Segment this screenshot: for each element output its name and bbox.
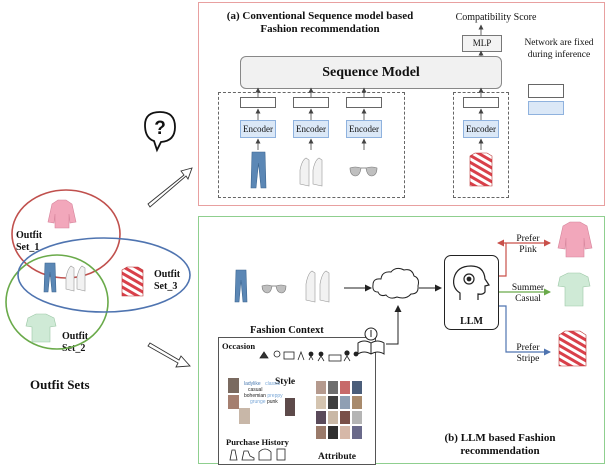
pink-sweater-icon [557, 221, 593, 258]
outfit-sets-caption: Outfit Sets [30, 377, 90, 392]
striped-top-icon [121, 266, 144, 297]
jeans-icon [250, 151, 267, 189]
panel-b-title: (b) LLM based Fashion recommendation [444, 432, 556, 457]
panel-a-title: (a) Conventional Sequence model based Fa… [226, 10, 414, 35]
mint-tshirt-icon [25, 313, 57, 343]
style-word-cloud: ladylike classic casual bohemian preppy … [244, 381, 283, 405]
style-label: Style [275, 377, 296, 387]
pink-sweater-icon [47, 199, 77, 229]
prompt-cloud [372, 267, 419, 299]
embedding-box-4 [463, 97, 499, 108]
sneakers-icon [299, 157, 323, 187]
hollow-arrow-up [147, 167, 193, 208]
legend-white-swatch [528, 84, 564, 98]
panel-a-arrows [255, 24, 484, 150]
style-word: grunge [250, 399, 266, 405]
legend-caption: Network are fixed during inference [524, 38, 594, 60]
style-word: casual [248, 387, 263, 393]
outfit-set-3-ring [17, 237, 191, 313]
hollow-arrow-down [147, 342, 191, 368]
occasion-label: Occasion [222, 341, 256, 351]
embedding-box-3 [346, 97, 382, 108]
llm-label: LLM [460, 316, 483, 327]
output-label-pink: Prefer Pink [516, 234, 540, 255]
sunglasses-icon [261, 284, 287, 294]
arrow-prefer-stripe [499, 305, 551, 356]
striped-top-icon [469, 152, 493, 187]
output-label-casual: Summer Casual [511, 283, 545, 304]
style-thumbnails [228, 378, 295, 424]
sunglasses-icon [349, 166, 378, 177]
panel-b-frame [198, 216, 605, 464]
encoder-box-2: Encoder [293, 120, 329, 138]
brain-head-icon [453, 265, 490, 300]
items-dashed-group [218, 92, 405, 198]
compatibility-score-label: Compatibility Score [455, 12, 537, 23]
outfit-set-3-label: Outfit Set_3 [154, 269, 181, 292]
outfit-set-2-ring [5, 254, 109, 350]
arrow-context-to-prompt [386, 305, 402, 345]
outfit-set-1-label: Outfit Set_1 [16, 230, 43, 253]
question-bubble-icon: ? [144, 111, 176, 153]
purchase-history-label: Purchase History [226, 437, 289, 447]
sequence-model-box: Sequence Model [240, 56, 502, 89]
encoder-box-3: Encoder [346, 120, 382, 138]
sneakers-icon [305, 270, 330, 303]
style-word: punk [266, 399, 278, 405]
encoder-box-1: Encoder [240, 120, 276, 138]
style-word: classic [265, 381, 281, 387]
style-word: ladylike [244, 381, 261, 387]
encoder-box-4: Encoder [463, 120, 499, 138]
outfit-set-2-label: Outfit Set_2 [62, 331, 89, 354]
attribute-label: Attribute [318, 452, 356, 462]
mint-tshirt-icon [557, 272, 591, 307]
jeans-icon [234, 269, 248, 303]
style-word: preppy [267, 393, 283, 399]
occasion-icons [259, 350, 359, 362]
output-label-stripe: Prefer Stripe [516, 343, 540, 364]
lightbulb-book-icon [357, 327, 385, 355]
svg-text:?: ? [154, 118, 166, 139]
llm-box [444, 255, 499, 330]
striped-top-icon [558, 330, 587, 367]
arrow-prefer-pink [499, 239, 551, 277]
embedding-box-1 [240, 97, 276, 108]
jeans-icon [43, 262, 57, 293]
panel-a-frame [198, 2, 605, 206]
purchase-history-icons [229, 448, 286, 461]
legend-blue-swatch [528, 101, 564, 115]
fashion-context-title: Fashion Context [250, 325, 324, 336]
embedding-box-2 [293, 97, 329, 108]
style-word: bohemian [244, 393, 266, 399]
sneakers-icon [65, 265, 86, 292]
attribute-grid [316, 381, 362, 439]
